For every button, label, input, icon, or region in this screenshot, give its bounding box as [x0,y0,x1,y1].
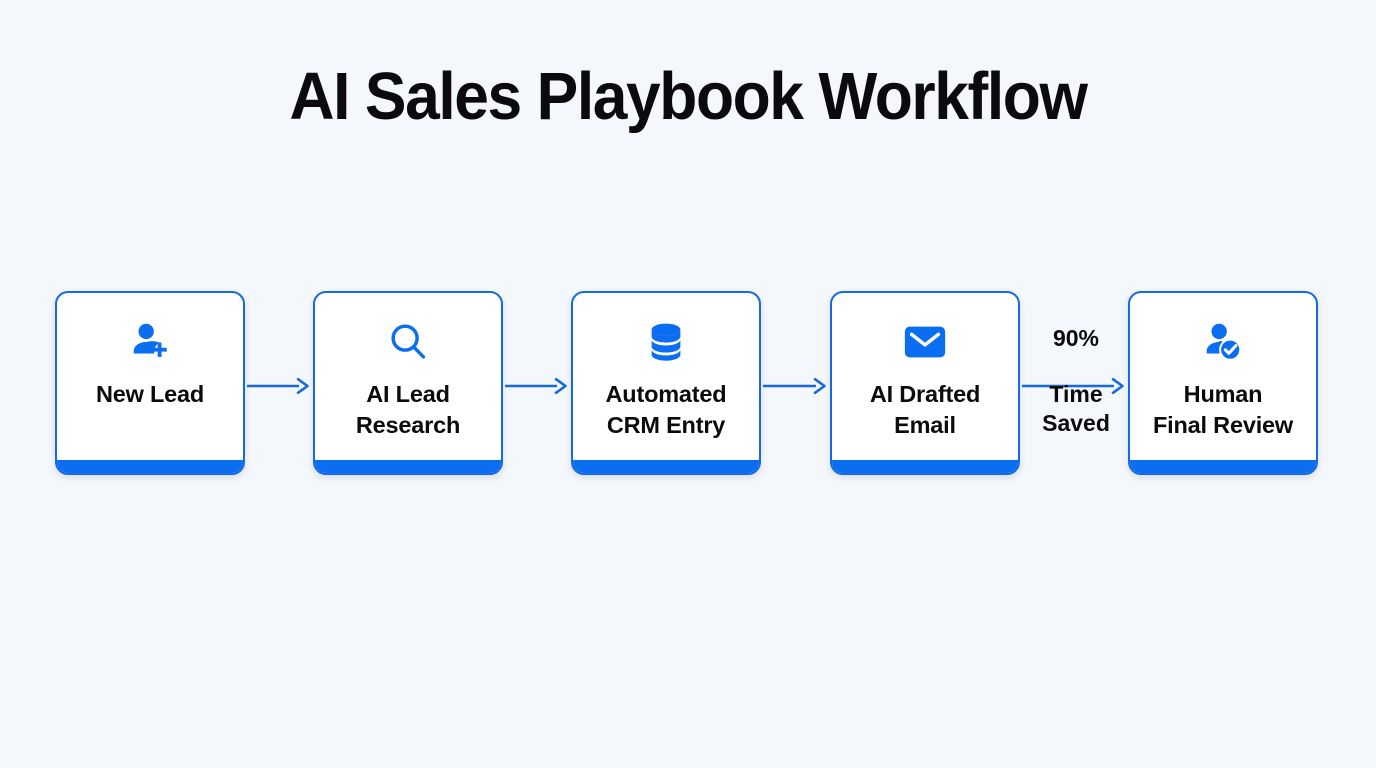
workflow-node-label: Automated CRM Entry [605,381,727,439]
envelope-icon [902,319,948,365]
node-accent-bar [1130,460,1316,473]
node-accent-bar [573,460,759,473]
node-accent-bar [832,460,1018,473]
workflow-node-label: AI Lead Research [355,381,461,439]
workflow-node-label: AI Drafted Email [869,381,981,439]
arrow-right-icon-2 [505,377,567,395]
workflow-node-new-lead[interactable]: New Lead [55,291,245,475]
node-accent-bar [315,460,501,473]
arrow-right-icon-1 [247,377,309,395]
workflow-node-human-final-review[interactable]: Human Final Review [1128,291,1318,475]
magnifying-glass-icon [385,319,431,365]
time-saved-value: 90% [1052,325,1100,351]
workflow-node-automated-crm-entry[interactable]: Automated CRM Entry [571,291,761,475]
arrow-right-icon-3 [763,377,826,395]
node-accent-bar [57,460,243,473]
database-icon [644,319,688,365]
workflow-node-ai-drafted-email[interactable]: AI Drafted Email [830,291,1020,475]
workflow-node-label: New Lead [95,381,205,407]
person-check-icon [1200,319,1246,365]
page-title: AI Sales Playbook Workflow [289,59,1087,134]
workflow-flow: New Lead AI Lead Research [55,291,1325,481]
workflow-node-ai-lead-research[interactable]: AI Lead Research [313,291,503,475]
person-add-icon [127,319,173,365]
arrow-right-icon-4 [1022,377,1124,395]
workflow-node-label: Human Final Review [1153,381,1293,439]
